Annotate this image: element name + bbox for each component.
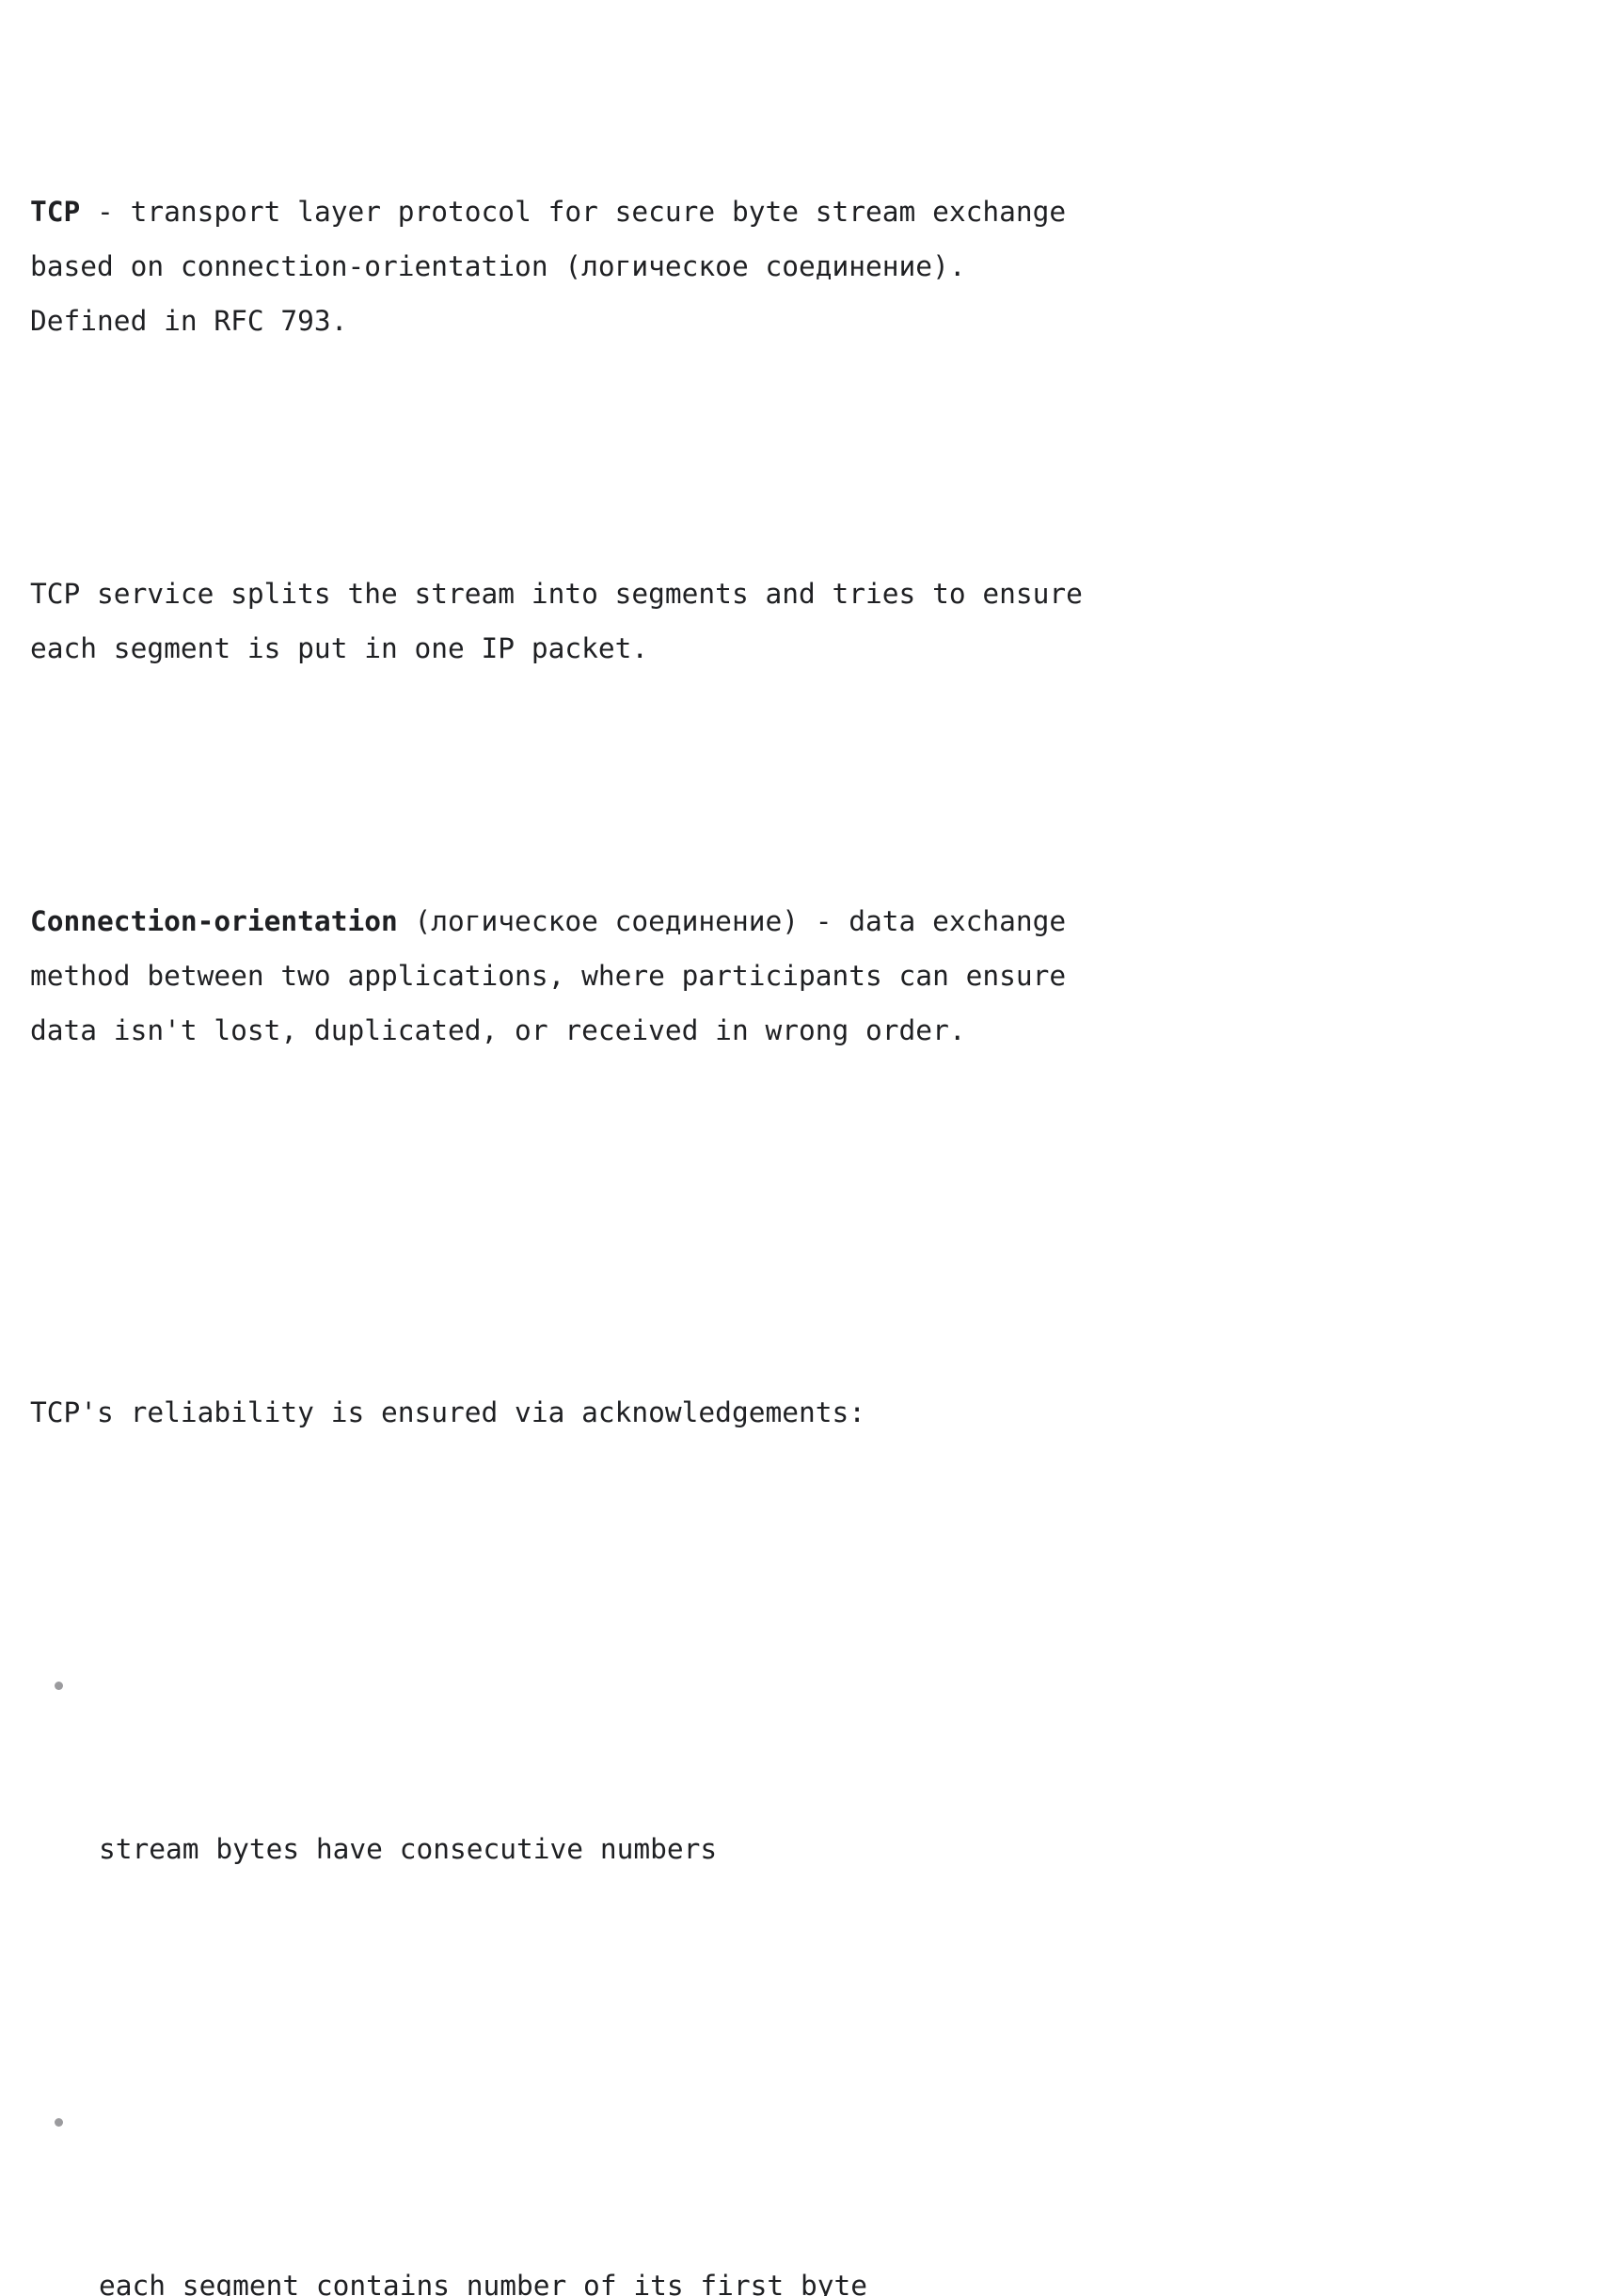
reliability-bullet-list: stream bytes have consecutive numbers ea… xyxy=(30,1549,1599,2296)
list-item: stream bytes have consecutive numbers xyxy=(30,1658,1599,1985)
list-item: each segment contains number of its firs… xyxy=(30,2095,1599,2296)
reliability-section: TCP's reliability is ensured via acknowl… xyxy=(30,1276,1599,2296)
document-page: TCP - transport layer protocol for secur… xyxy=(30,196,1083,2296)
paragraph-connection-orientation: Connection-orientation (логическое соеди… xyxy=(30,894,1599,1058)
term-connection-orientation: Connection-orientation xyxy=(30,905,398,937)
bullet-dot-icon xyxy=(55,1682,63,1690)
reliability-intro: TCP's reliability is ensured via acknowl… xyxy=(30,1396,866,1428)
list-item-label: stream bytes have consecutive numbers xyxy=(99,1833,718,1865)
paragraph-tcp-definition-text: - transport layer protocol for secure by… xyxy=(30,196,1067,337)
term-tcp: TCP xyxy=(30,196,81,228)
paragraph-tcp-definition: TCP - transport layer protocol for secur… xyxy=(30,184,1599,348)
list-item-label: each segment contains number of its firs… xyxy=(99,2270,867,2296)
paragraph-tcp-service: TCP service splits the stream into segme… xyxy=(30,566,1599,676)
paragraph-tcp-service-text: TCP service splits the stream into segme… xyxy=(30,578,1083,664)
bullet-dot-icon xyxy=(55,2118,63,2127)
document-body: TCP - transport layer protocol for secur… xyxy=(30,21,1599,2296)
paragraph-connection-orientation-text: (логическое соединение) - data exchange … xyxy=(30,905,1067,1046)
